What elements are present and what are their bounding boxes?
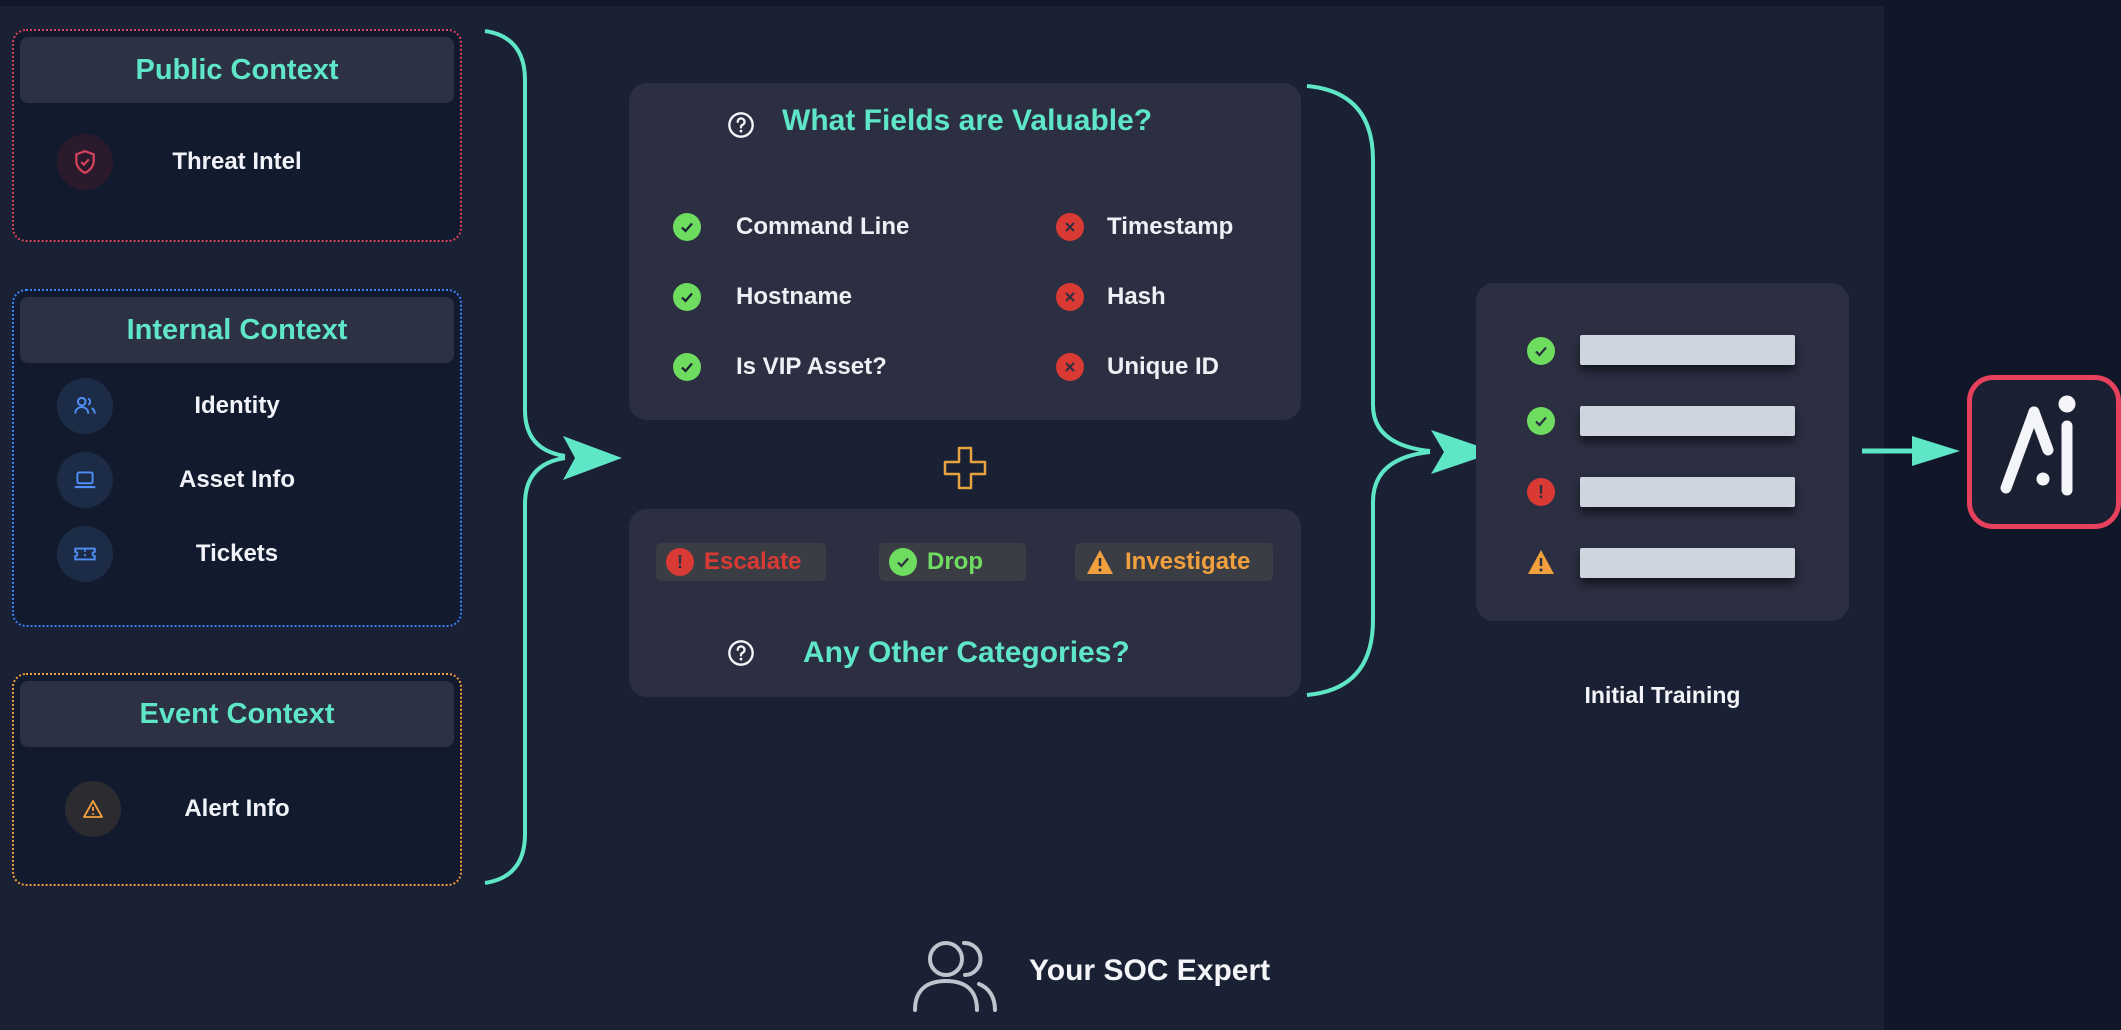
context-item-label: Threat Intel [172, 148, 302, 175]
ticket-icon [57, 526, 113, 582]
x-icon [1056, 213, 1084, 241]
soc-expert-users-icon [913, 940, 997, 1012]
help-icon [727, 111, 755, 139]
check-icon [673, 283, 701, 311]
category-label: Investigate [1125, 548, 1251, 575]
context-item-label: Alert Info [184, 795, 290, 822]
soc-expert-caption: Your SOC Expert [1029, 954, 1271, 987]
context-item-label: Tickets [195, 540, 279, 567]
context-item-asset-info: Asset Info [14, 451, 460, 509]
help-icon [727, 639, 755, 667]
warning-icon [1087, 550, 1113, 574]
categories-question: Any Other Categories? [803, 636, 1130, 669]
warning-icon [1528, 550, 1554, 574]
public-context-box: Public Context Threat Intel [12, 29, 462, 242]
x-icon [1056, 353, 1084, 381]
training-row-bar [1580, 548, 1795, 578]
public-context-title: Public Context [20, 37, 454, 103]
valuable-field: Command Line [736, 213, 910, 240]
training-row-bar [1580, 335, 1795, 365]
training-row-bar [1580, 406, 1795, 436]
valuable-field: Is VIP Asset? [736, 353, 887, 380]
internal-context-title: Internal Context [20, 297, 454, 363]
check-icon [1527, 407, 1555, 435]
users-icon [57, 378, 113, 434]
event-context-title: Event Context [20, 681, 454, 747]
check-icon [889, 548, 917, 576]
x-icon [1056, 283, 1084, 311]
not-valuable-field: Unique ID [1107, 353, 1219, 380]
categories-panel: ! Escalate Drop Investigate Any Other Ca… [629, 509, 1301, 697]
training-caption: Initial Training [1584, 682, 1741, 708]
category-chip-escalate: ! Escalate [656, 543, 826, 581]
category-label: Drop [927, 548, 983, 575]
context-item-alert-info: Alert Info [14, 780, 460, 838]
valuable-field: Hostname [736, 283, 853, 310]
category-chip-drop: Drop [879, 543, 1026, 581]
check-icon [1527, 337, 1555, 365]
context-item-tickets: Tickets [14, 525, 460, 583]
ai-logo [1967, 375, 2121, 529]
internal-context-box: Internal Context Identity Asset Info Tic… [12, 289, 462, 627]
category-label: Escalate [704, 548, 802, 575]
context-item-identity: Identity [14, 377, 460, 435]
event-context-box: Event Context Alert Info [12, 673, 462, 886]
ai-logo-mark [2000, 395, 2076, 496]
exclamation-icon: ! [1527, 478, 1555, 506]
laptop-icon [57, 452, 113, 508]
not-valuable-field: Timestamp [1107, 213, 1234, 240]
check-icon [673, 353, 701, 381]
fields-panel: What Fields are Valuable? Command Line H… [629, 83, 1301, 420]
check-icon [673, 213, 701, 241]
context-item-label: Identity [194, 392, 280, 419]
not-valuable-field: Hash [1107, 283, 1166, 310]
shield-check-icon [57, 134, 113, 190]
category-chip-investigate: Investigate [1075, 543, 1273, 581]
fields-question: What Fields are Valuable? [782, 104, 1153, 137]
exclamation-icon: ! [666, 548, 694, 576]
training-row-bar [1580, 477, 1795, 507]
context-item-label: Asset Info [178, 466, 295, 493]
plus-icon [943, 446, 987, 490]
warning-icon [65, 781, 121, 837]
context-item-threat-intel: Threat Intel [14, 133, 460, 191]
